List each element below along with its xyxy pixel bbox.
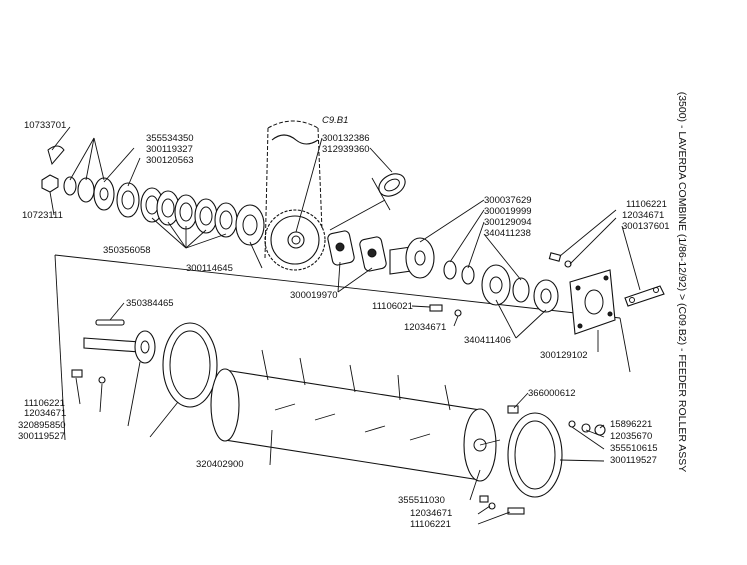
washer-stack	[63, 176, 265, 246]
label-300120563: 300120563	[146, 155, 194, 166]
bracket-link-part	[624, 285, 665, 307]
label-312939360: 312939360	[322, 144, 370, 155]
roller-drum-part	[210, 349, 501, 482]
label-11106221-top: 11106221	[626, 199, 667, 210]
coupling-parts	[327, 230, 387, 272]
label-340411238: 340411238	[484, 228, 531, 239]
small-bolts-left	[71, 369, 106, 384]
label-300019970: 300019970	[290, 290, 338, 301]
shaft-end-part	[83, 319, 156, 364]
label-12035670: 12035670	[610, 431, 653, 442]
label-300129102: 300129102	[540, 350, 588, 361]
label-12034671-top: 12034671	[622, 210, 665, 221]
bearing-part	[371, 173, 406, 211]
label-12034671-bot: 12034671	[410, 508, 453, 519]
label-300137601: 300137601	[622, 221, 670, 232]
label-10723111: 10723111	[22, 210, 63, 221]
label-300037629: 300037629	[484, 195, 532, 206]
axis-lines	[54, 199, 631, 441]
end-ring-part-left	[162, 322, 218, 408]
leader-lines	[49, 126, 641, 525]
label-320895850: 320895850	[18, 420, 66, 431]
shaft-hub-part	[389, 237, 559, 313]
label-10733701: 10733701	[24, 120, 67, 131]
label-300119327: 300119327	[146, 144, 193, 155]
label-300114645: 300114645	[186, 263, 233, 274]
label-300019999: 300019999	[484, 206, 532, 217]
label-12034671-left: 12034671	[24, 408, 67, 419]
label-355534350: 355534350	[146, 133, 194, 144]
chain-part	[264, 120, 323, 259]
ref-note: C9.B1	[322, 115, 349, 126]
label-11106221-bot: 11106221	[410, 519, 451, 530]
nut-part	[41, 174, 59, 193]
label-11106221-left: 11106221	[24, 398, 65, 409]
label-300119527-right: 300119527	[610, 455, 657, 466]
label-350356058: 350356058	[103, 245, 151, 256]
label-300129094: 300129094	[484, 217, 532, 228]
label-320402900: 320402900	[196, 459, 244, 470]
sprocket-part	[264, 209, 326, 271]
label-355510615: 355510615	[610, 443, 658, 454]
end-ring-part-right	[507, 412, 563, 498]
label-12034671-mid: 12034671	[404, 322, 447, 333]
label-340411406: 340411406	[464, 335, 511, 346]
label-11106021: 11106021	[372, 301, 413, 312]
split-pin-part	[47, 145, 65, 166]
label-366000612: 366000612	[528, 388, 576, 399]
label-355511030: 355511030	[398, 495, 445, 506]
label-15896221: 15896221	[610, 419, 653, 430]
small-bolts-top	[429, 252, 572, 317]
label-300119527-left: 300119527	[18, 431, 65, 442]
bearing-plate-part	[569, 269, 616, 335]
label-350384465: 350384465	[126, 298, 174, 309]
label-300132386: 300132386	[322, 133, 370, 144]
